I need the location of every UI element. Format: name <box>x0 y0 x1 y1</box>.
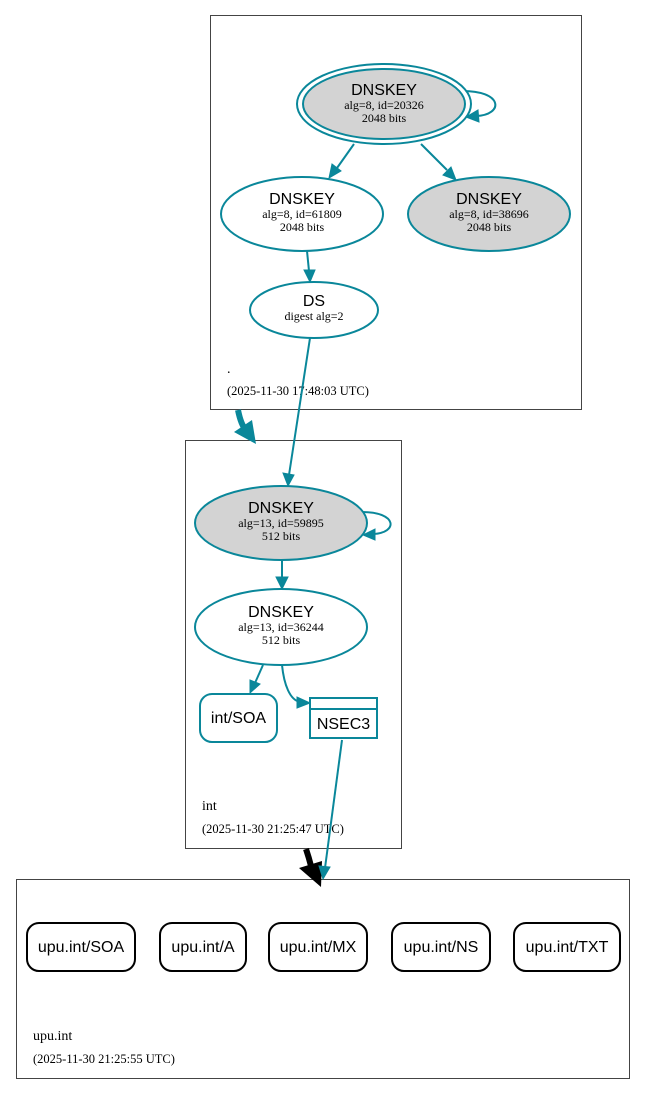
node-upu-int-soa[interactable]: upu.int/SOA <box>26 922 136 972</box>
zone-upu-int-timestamp: (2025-11-30 21:25:55 UTC) <box>33 1052 175 1066</box>
node-int-ds-title: DS <box>303 293 325 310</box>
node-int-soa-label: int/SOA <box>211 710 266 727</box>
edge-ds-to-int-ksk-arrow <box>282 472 295 488</box>
node-root-dnskey-20326[interactable]: DNSKEY alg=8, id=20326 2048 bits <box>296 63 472 145</box>
edge-root-ksk-self <box>459 89 497 117</box>
edge-root-ksk-to-zsk <box>336 143 355 169</box>
node-root-dnskey-38696-alg: alg=8, id=38696 <box>449 207 529 221</box>
node-int-nsec3[interactable]: NSEC3 <box>309 697 378 739</box>
node-int-dnskey-59895-bits: 512 bits <box>262 529 301 543</box>
zone-root-timestamp: (2025-11-30 17:48:03 UTC) <box>227 384 369 398</box>
node-int-ds-digest: digest alg=2 <box>284 309 343 323</box>
node-int-dnskey-36244[interactable]: DNSKEY alg=13, id=36244 512 bits <box>194 588 368 666</box>
node-int-dnskey-36244-title: DNSKEY <box>248 604 314 621</box>
node-root-dnskey-20326-bits: 2048 bits <box>362 111 407 125</box>
node-root-dnskey-38696-title: DNSKEY <box>456 191 522 208</box>
node-int-dnskey-36244-bits: 512 bits <box>262 633 301 647</box>
node-int-soa[interactable]: int/SOA <box>199 693 278 743</box>
node-root-dnskey-61809-title: DNSKEY <box>269 191 335 208</box>
delegation-root-to-int <box>234 409 256 444</box>
edge-root-ksk-to-zsk-arrow <box>328 163 342 180</box>
node-root-dnskey-38696-bits: 2048 bits <box>467 220 512 234</box>
node-root-dnskey-38696[interactable]: DNSKEY alg=8, id=38696 2048 bits <box>407 176 571 252</box>
edge-root-ksk-self-arrow <box>464 109 480 123</box>
zone-int-timestamp: (2025-11-30 21:25:47 UTC) <box>202 822 344 836</box>
zone-root-name: . <box>227 362 231 377</box>
node-int-dnskey-59895-title: DNSKEY <box>248 500 314 517</box>
edge-root-ksk-to-zsk2 <box>420 143 448 171</box>
edge-int-zsk-to-nsec3-arrow <box>296 696 312 709</box>
edge-int-zsk-to-soa-arrow <box>249 679 261 695</box>
edge-root-ksk-to-zsk2-arrow <box>442 166 457 181</box>
node-int-dnskey-36244-alg: alg=13, id=36244 <box>238 620 324 634</box>
edge-nsec3-to-upu-int-arrow <box>318 865 331 881</box>
edges <box>249 89 497 881</box>
node-upu-int-mx[interactable]: upu.int/MX <box>268 922 368 972</box>
edge-int-zsk-to-soa <box>254 664 264 684</box>
edge-int-ksk-self <box>361 511 392 535</box>
edge-ds-to-int-ksk <box>288 337 311 476</box>
node-int-nsec3-label: NSEC3 <box>317 716 370 733</box>
zone-upu-int-name: upu.int <box>33 1029 72 1044</box>
delegation-int-to-upu-int <box>299 848 322 887</box>
edge-int-ksk-to-zsk-arrow <box>275 576 289 591</box>
node-upu-int-mx-label: upu.int/MX <box>280 939 357 956</box>
zone-upu-int: upu.int (2025-11-30 21:25:55 UTC) <box>16 879 630 1079</box>
node-upu-int-ns[interactable]: upu.int/NS <box>391 922 491 972</box>
edge-zsk-to-ds-arrow <box>303 269 316 284</box>
zone-int-name: int <box>202 799 217 814</box>
node-root-dnskey-20326-title: DNSKEY <box>351 82 417 99</box>
node-root-dnskey-61809-bits: 2048 bits <box>280 220 325 234</box>
node-upu-int-soa-label: upu.int/SOA <box>38 939 125 956</box>
node-int-ds[interactable]: DS digest alg=2 <box>249 281 379 339</box>
node-int-dnskey-59895[interactable]: DNSKEY alg=13, id=59895 512 bits <box>194 485 368 561</box>
node-root-dnskey-61809-alg: alg=8, id=61809 <box>262 207 342 221</box>
node-upu-int-txt-label: upu.int/TXT <box>526 939 609 956</box>
edge-int-ksk-self-arrow <box>361 528 376 541</box>
node-upu-int-txt[interactable]: upu.int/TXT <box>513 922 621 972</box>
node-int-dnskey-59895-alg: alg=13, id=59895 <box>238 516 324 530</box>
node-upu-int-a-label: upu.int/A <box>171 939 234 956</box>
node-upu-int-ns-label: upu.int/NS <box>404 939 479 956</box>
zone-upu-int-box <box>16 879 630 1079</box>
node-root-dnskey-20326-alg: alg=8, id=20326 <box>344 98 424 112</box>
node-root-dnskey-61809[interactable]: DNSKEY alg=8, id=61809 2048 bits <box>220 176 384 252</box>
edge-zsk-to-ds <box>306 250 310 272</box>
node-upu-int-a[interactable]: upu.int/A <box>159 922 247 972</box>
edge-nsec3-to-upu-int <box>324 739 343 869</box>
